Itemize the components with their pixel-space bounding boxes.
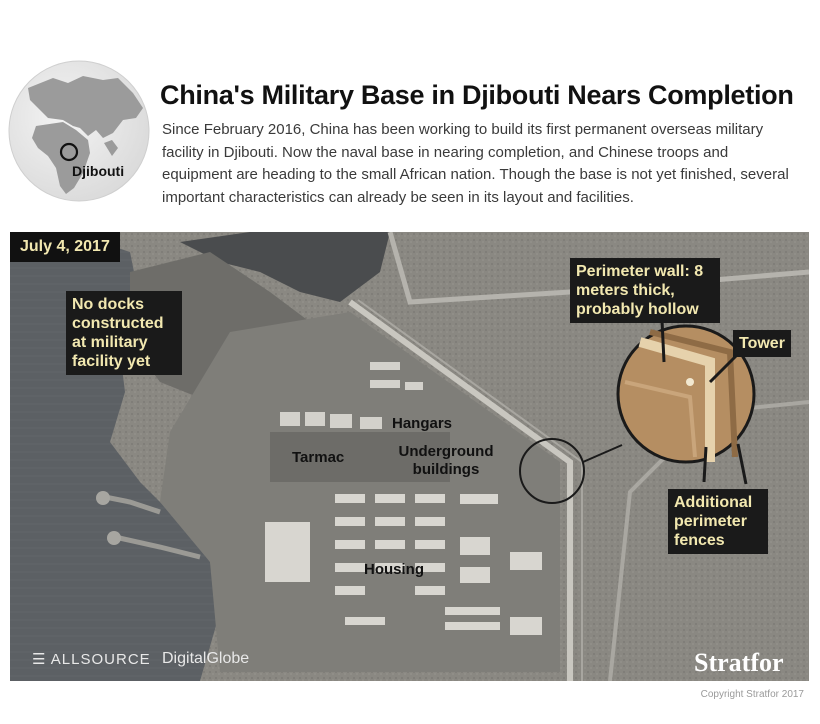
tarmac-label: Tarmac	[292, 449, 345, 466]
allsource-logo: ☰︎ ALLSOURCE	[32, 650, 151, 668]
satellite-image	[10, 232, 809, 681]
perimeter-wall	[348, 299, 573, 681]
allsource-label: ALLSOURCE	[50, 651, 151, 668]
djibouti-marker-icon	[59, 142, 79, 162]
no-docks-callout: No docks constructed at military facilit…	[66, 291, 182, 375]
dark-rocky-area	[180, 232, 390, 302]
hangars-label: Hangars	[392, 415, 453, 432]
tarmac-area	[270, 432, 450, 482]
housing-blocks	[265, 494, 542, 635]
locator-place-label: Djibouti	[72, 163, 124, 179]
fences-callout: Additional perimeter fences	[668, 489, 768, 554]
underground-label: Underground buildings	[398, 443, 494, 478]
locator-globe: Djibouti	[8, 60, 150, 202]
perimeter-wall-callout: Perimeter wall: 8 meters thick, probably…	[570, 258, 720, 323]
stratfor-logo: Stratfor	[694, 648, 784, 677]
wall-corner-circle	[519, 438, 585, 504]
copyright-text: Copyright Stratfor 2017	[700, 689, 804, 700]
housing-label: Housing	[364, 561, 424, 578]
sea-area	[10, 232, 220, 681]
allsource-logo-icon: ☰︎	[32, 651, 47, 668]
tower-callout: Tower	[733, 330, 791, 357]
intro-text: Since February 2016, China has been work…	[162, 119, 792, 209]
hangar-buildings	[280, 362, 423, 429]
page-title: China's Military Base in Djibouti Nears …	[160, 80, 794, 110]
date-label: July 4, 2017	[10, 232, 120, 262]
digitalglobe-logo: DigitalGlobe	[162, 650, 250, 667]
intro-paragraph: Since February 2016, China has been work…	[162, 121, 789, 206]
